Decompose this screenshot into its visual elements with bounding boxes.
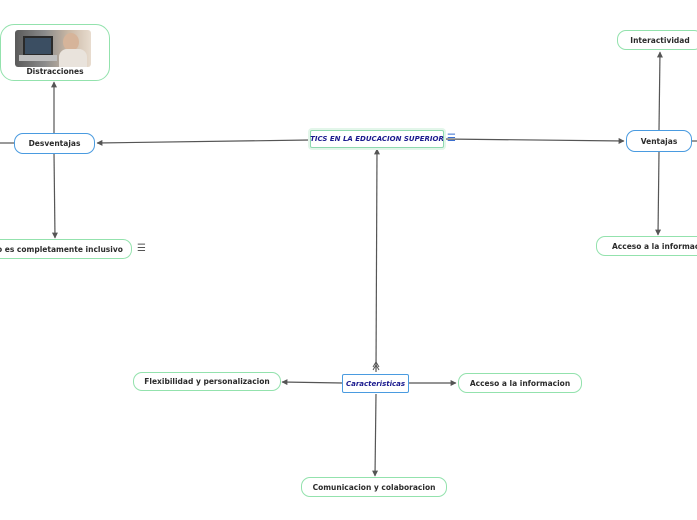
node-ventajas[interactable]: Ventajas [626, 130, 692, 152]
edge-central-ventajas [443, 137, 625, 144]
edge-ventajas-interactividad [656, 51, 663, 131]
edge-caracteristicas-central [373, 148, 380, 373]
edge-central-caracteristicas-head [372, 361, 380, 371]
edge-central-desventajas [96, 139, 311, 146]
node-caracteristicas[interactable]: Caracteristicas [342, 374, 409, 393]
edge-caracteristicas-comunicacion [372, 393, 379, 477]
node-acceso-ventajas[interactable]: Acceso a la informacio [596, 236, 697, 256]
notes-icon[interactable]: ☰ [447, 133, 456, 144]
edge-caracteristicas-flexibilidad [281, 379, 343, 386]
edge-desventajas-inclusivo [51, 152, 58, 239]
students-laptop-picture [15, 30, 91, 67]
node-inclusivo[interactable]: o es completamente inclusivo [0, 239, 132, 259]
node-interactividad[interactable]: Interactividad [617, 30, 697, 50]
node-distracciones[interactable]: Distracciones [0, 24, 110, 81]
node-desventajas[interactable]: Desventajas [14, 133, 95, 154]
edge-ventajas-acceso [655, 151, 662, 236]
notes-icon[interactable]: ☰ [137, 243, 146, 254]
node-central-topic[interactable]: TICS EN LA EDUCACION SUPERIOR [310, 130, 444, 148]
node-flexibilidad[interactable]: Flexibilidad y personalizacion [133, 372, 281, 391]
node-comunicacion[interactable]: Comunicacion y colaboracion [301, 477, 447, 497]
node-acceso-caracteristicas[interactable]: Acceso a la informacion [458, 373, 582, 393]
node-distracciones-label: Distracciones [26, 67, 84, 76]
